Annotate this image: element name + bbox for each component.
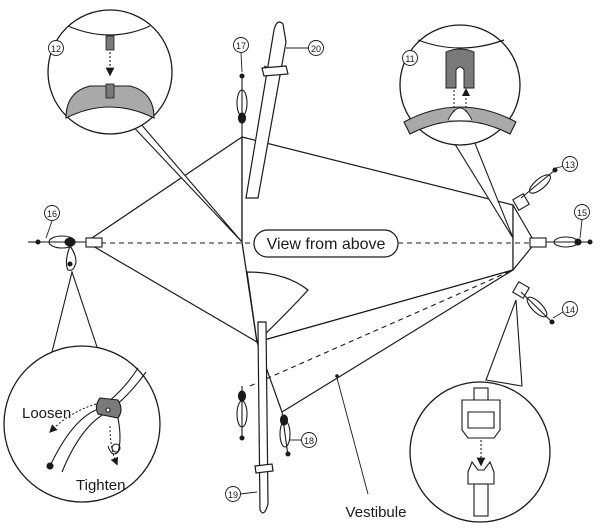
guyline-tensioner-icon — [69, 241, 71, 243]
callout-19: 19 — [225, 486, 258, 502]
vestibule-leader — [336, 377, 369, 495]
loosen-label: Loosen — [22, 405, 71, 422]
detail-bubble-12: 12 — [47, 9, 243, 243]
svg-text:17: 17 — [236, 41, 246, 51]
detail-bubble-11: 11 — [399, 24, 521, 239]
svg-text:20: 20 — [311, 44, 321, 54]
svg-text:19: 19 — [228, 490, 238, 500]
svg-text:12: 12 — [51, 44, 61, 54]
guyline-right-upper — [512, 167, 558, 211]
guyline-top — [236, 73, 248, 137]
svg-text:15: 15 — [577, 208, 587, 218]
vestibule-label: Vestibule — [346, 504, 407, 521]
callout-17: 17 — [233, 37, 249, 73]
view-from-above-badge: View from above — [253, 229, 399, 258]
callout-16: 16 — [44, 205, 60, 239]
guyline-right-lower — [512, 281, 555, 325]
guyline-bottom-left — [236, 386, 248, 441]
tighten-label: Tighten — [76, 477, 125, 494]
svg-text:13: 13 — [565, 160, 575, 170]
tent-stake-icon — [261, 399, 263, 401]
callout-15: 15 — [574, 204, 590, 239]
callout-13: 13 — [555, 156, 578, 172]
svg-text:18: 18 — [304, 436, 314, 446]
tent-stake-top — [245, 21, 289, 199]
vestibule-dashed-line — [249, 269, 514, 387]
view-from-above-label: View from above — [267, 236, 386, 253]
guyline-bottom-right — [279, 411, 291, 457]
detail-bubble-buckle — [409, 299, 551, 523]
callout-20: 20 — [286, 40, 324, 56]
buckle-icon — [480, 409, 482, 411]
vestibule-marker-dot — [335, 374, 339, 378]
svg-text:16: 16 — [47, 209, 57, 219]
detail-bubble-tensioner: Loosen Tighten — [3, 270, 161, 503]
guyline-right-middle — [529, 236, 593, 248]
hook-icon — [459, 69, 461, 71]
tent-stake-bottom — [254, 321, 274, 514]
guyline-left — [28, 235, 103, 271]
svg-text:14: 14 — [565, 305, 575, 315]
svg-text:11: 11 — [405, 54, 414, 64]
callout-18: 18 — [290, 432, 317, 448]
callout-14: 14 — [552, 301, 578, 319]
tent-outline — [85, 136, 536, 413]
